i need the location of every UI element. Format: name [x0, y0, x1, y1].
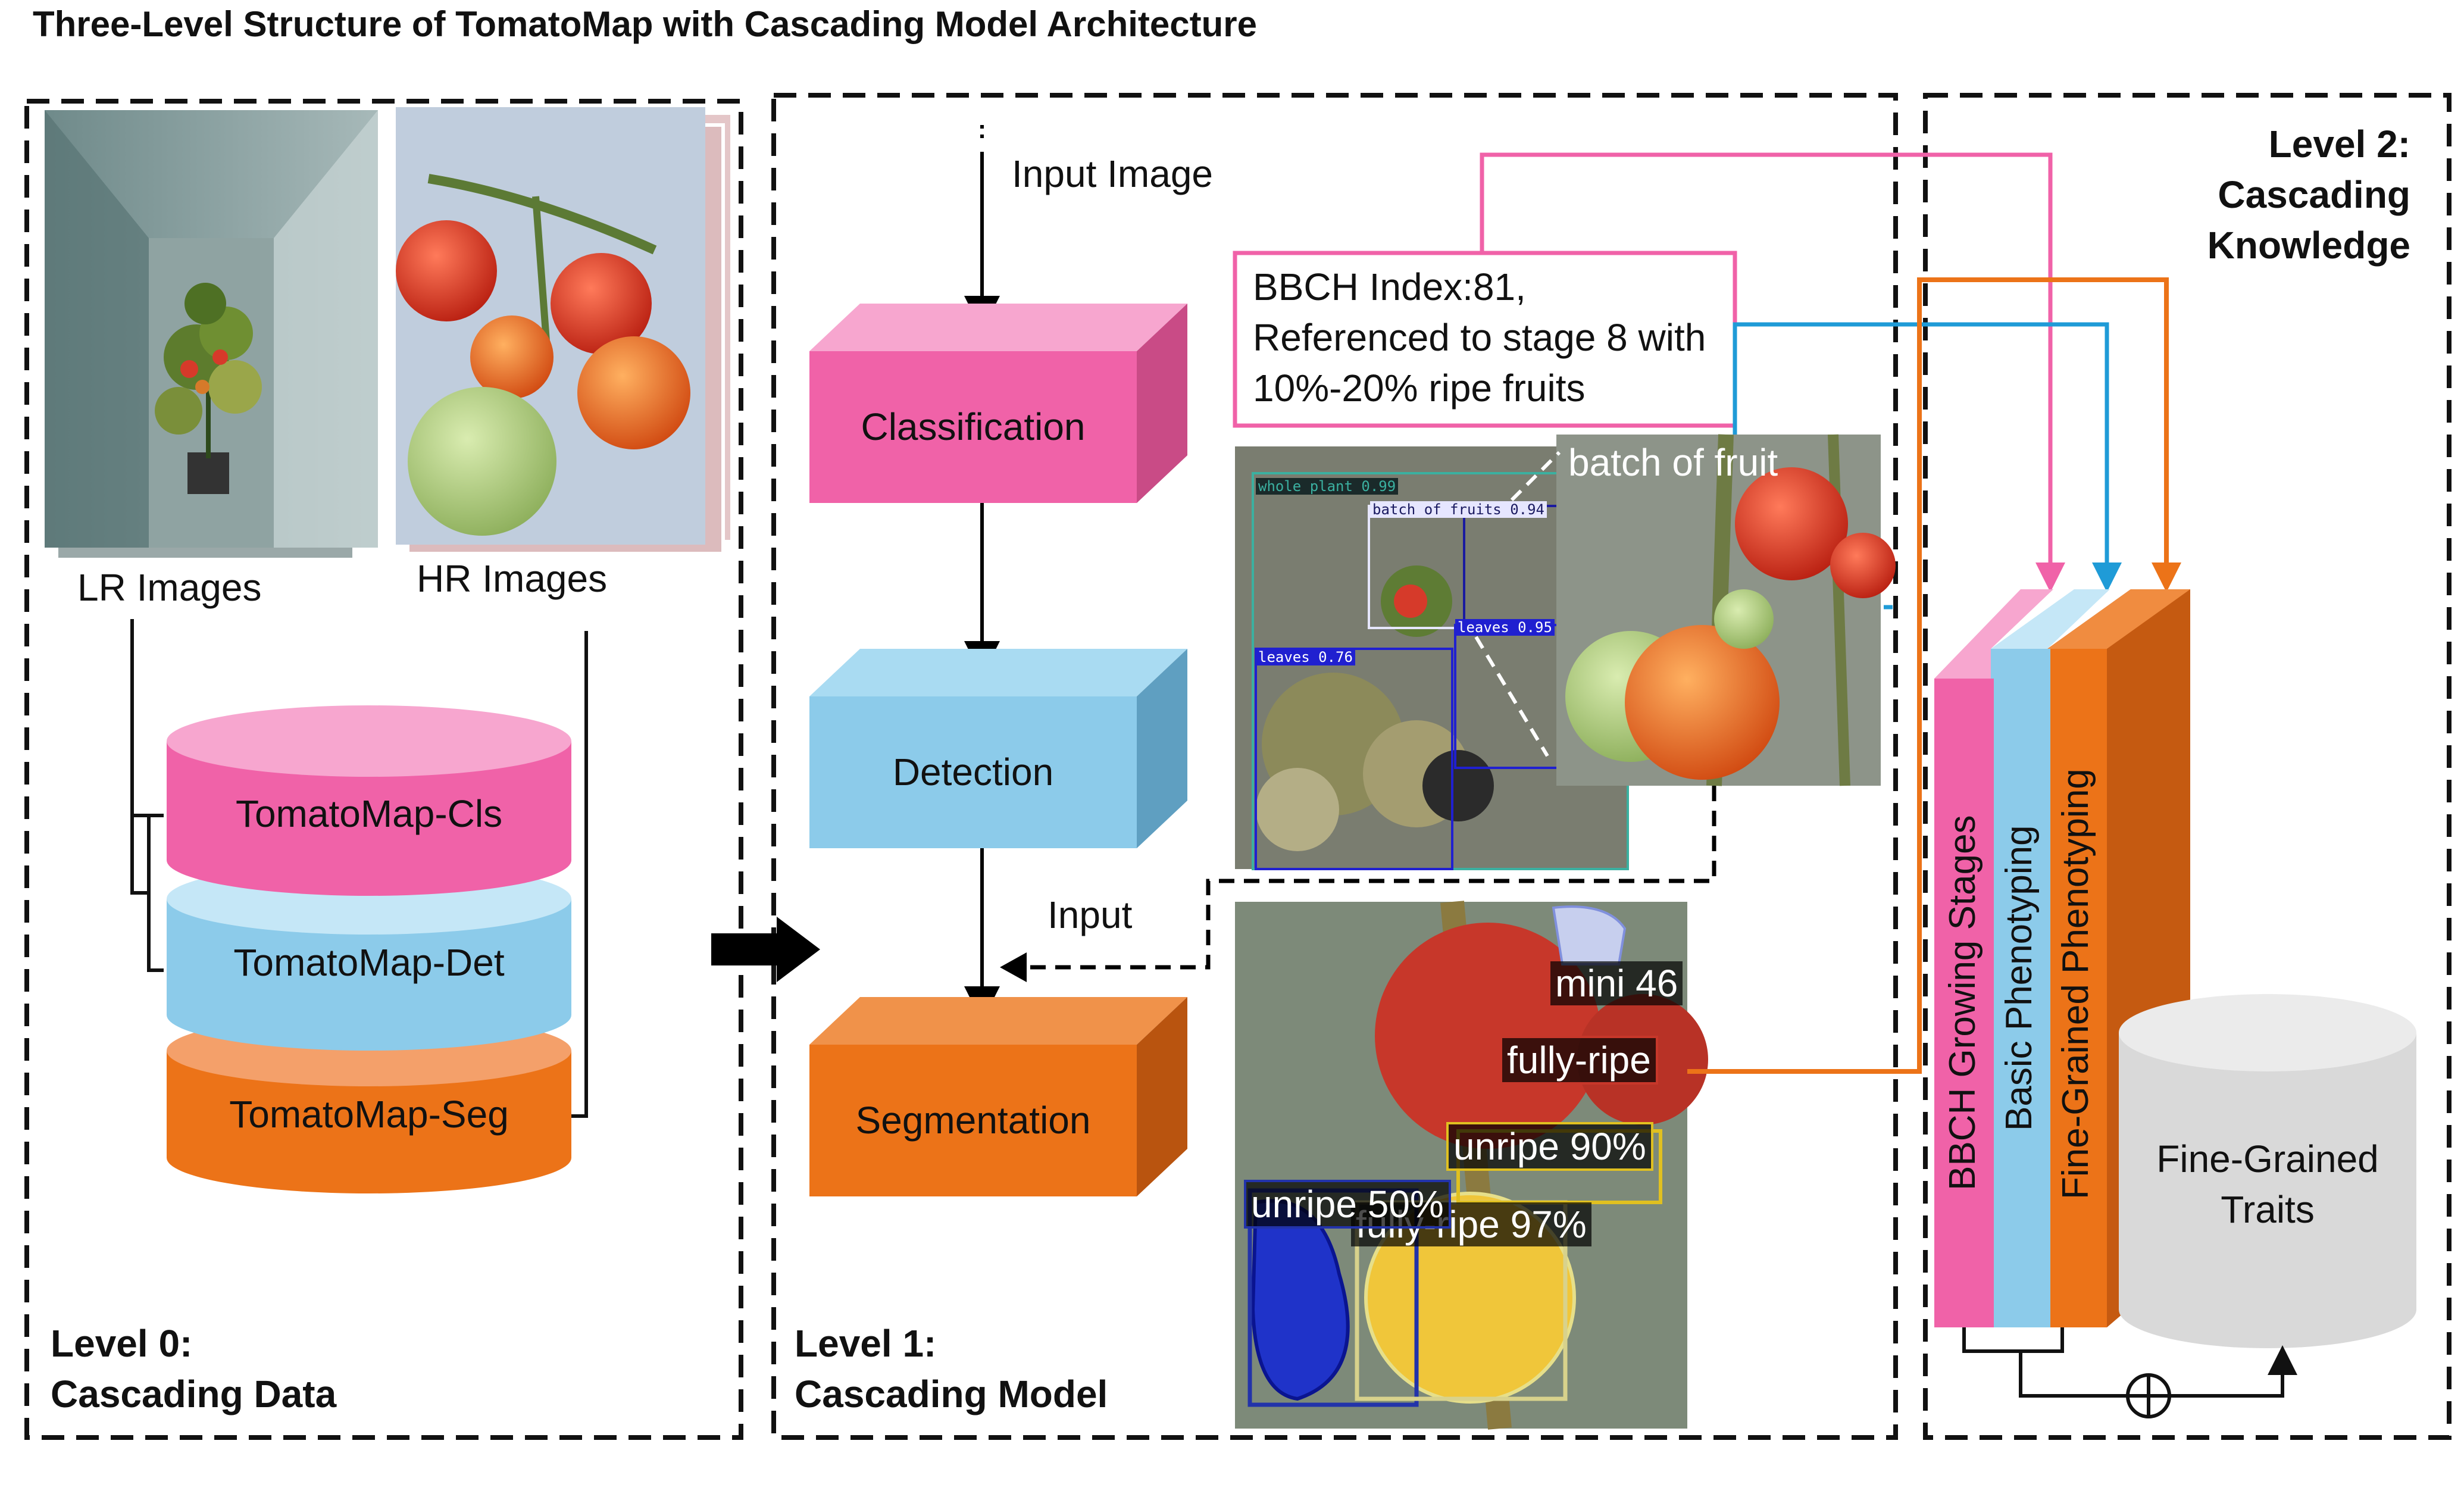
dataset-det-label: TomatoMap-Det: [233, 941, 505, 984]
level1-heading-line2: Cascading Model: [795, 1373, 1108, 1415]
det-label-leaves-076: leaves 0.76: [1256, 649, 1355, 665]
flow-arrows: [964, 125, 1716, 1022]
level2-heading-line1: Level 2:: [2268, 123, 2410, 165]
bbch-line-2: Referenced to stage 8 with: [1253, 316, 1706, 359]
segmentation-box: [809, 997, 1187, 1196]
level2-panel: [1923, 93, 2452, 1440]
level0-panel: [24, 99, 743, 1440]
input-label: Input: [1047, 893, 1133, 936]
bbch-line-3: 10%-20% ripe fruits: [1253, 367, 1586, 410]
lr-connector: [130, 619, 149, 895]
det-label-leaves-095: leaves 0.95: [1455, 619, 1555, 636]
layer-fine-grained-label: Fine-Grained Phenotyping: [2055, 768, 2096, 1199]
combine-connector: [1962, 1327, 2297, 1418]
fine-grained-traits-cylinder: [2119, 994, 2416, 1348]
level2-heading-line2: Cascading: [2218, 173, 2410, 216]
batch-of-fruit-image: [1474, 434, 1896, 786]
hr-connector: [571, 631, 588, 1118]
det-label-batch-of-fruits: batch of fruits 0.94: [1370, 501, 1547, 518]
input-image-label: Input Image: [1012, 152, 1213, 195]
seg-label-unripe-90: unripe 90%: [1446, 1122, 1653, 1171]
page-title: Three-Level Structure of TomatoMap with …: [33, 4, 1257, 44]
lr-image-stack: [45, 110, 380, 561]
cls-det-bracket: [147, 814, 164, 972]
level0-heading-line2: Cascading Data: [51, 1373, 337, 1415]
seg-label-unripe-50: unripe 50%: [1244, 1180, 1451, 1229]
batch-of-fruit-label: batch of fruit: [1568, 441, 1778, 484]
knowledge-connectors: [1480, 152, 2181, 1074]
traits-line-2: Traits: [2221, 1188, 2315, 1231]
level2-heading-line3: Knowledge: [2207, 224, 2410, 267]
hr-image-stack: [396, 107, 734, 555]
det-label-whole-plant: whole plant 0.99: [1256, 478, 1399, 495]
traits-line-1: Fine-Grained: [2156, 1138, 2379, 1180]
level1-panel: [771, 93, 1898, 1440]
bbch-line-1: BBCH Index:81,: [1253, 265, 1526, 308]
dataset-cylinders: [167, 705, 571, 1193]
level0-to-level1-arrow: [711, 917, 820, 982]
segmentation-label: Segmentation: [855, 1099, 1091, 1142]
level1-heading-line1: Level 1:: [795, 1322, 937, 1365]
bbch-box: [1233, 251, 1737, 428]
detection-box: [809, 649, 1187, 848]
classification-box: [809, 304, 1187, 503]
level0-heading-line1: Level 0:: [51, 1322, 193, 1365]
layer-bbch-label: BBCH Growing Stages: [1942, 815, 1983, 1190]
dataset-cls-label: TomatoMap-Cls: [235, 792, 503, 835]
dataset-seg-label: TomatoMap-Seg: [229, 1093, 509, 1136]
lr-images-label: LR Images: [77, 566, 262, 609]
seg-label-mini: mini 46: [1550, 961, 1683, 1005]
detection-label: Detection: [892, 751, 1054, 793]
layer-basic-label: Basic Phenotyping: [1999, 825, 2040, 1131]
seg-label-fully-ripe: fully-ripe: [1500, 1036, 1658, 1085]
classification-label: Classification: [861, 405, 1086, 448]
hr-images-label: HR Images: [417, 557, 608, 600]
